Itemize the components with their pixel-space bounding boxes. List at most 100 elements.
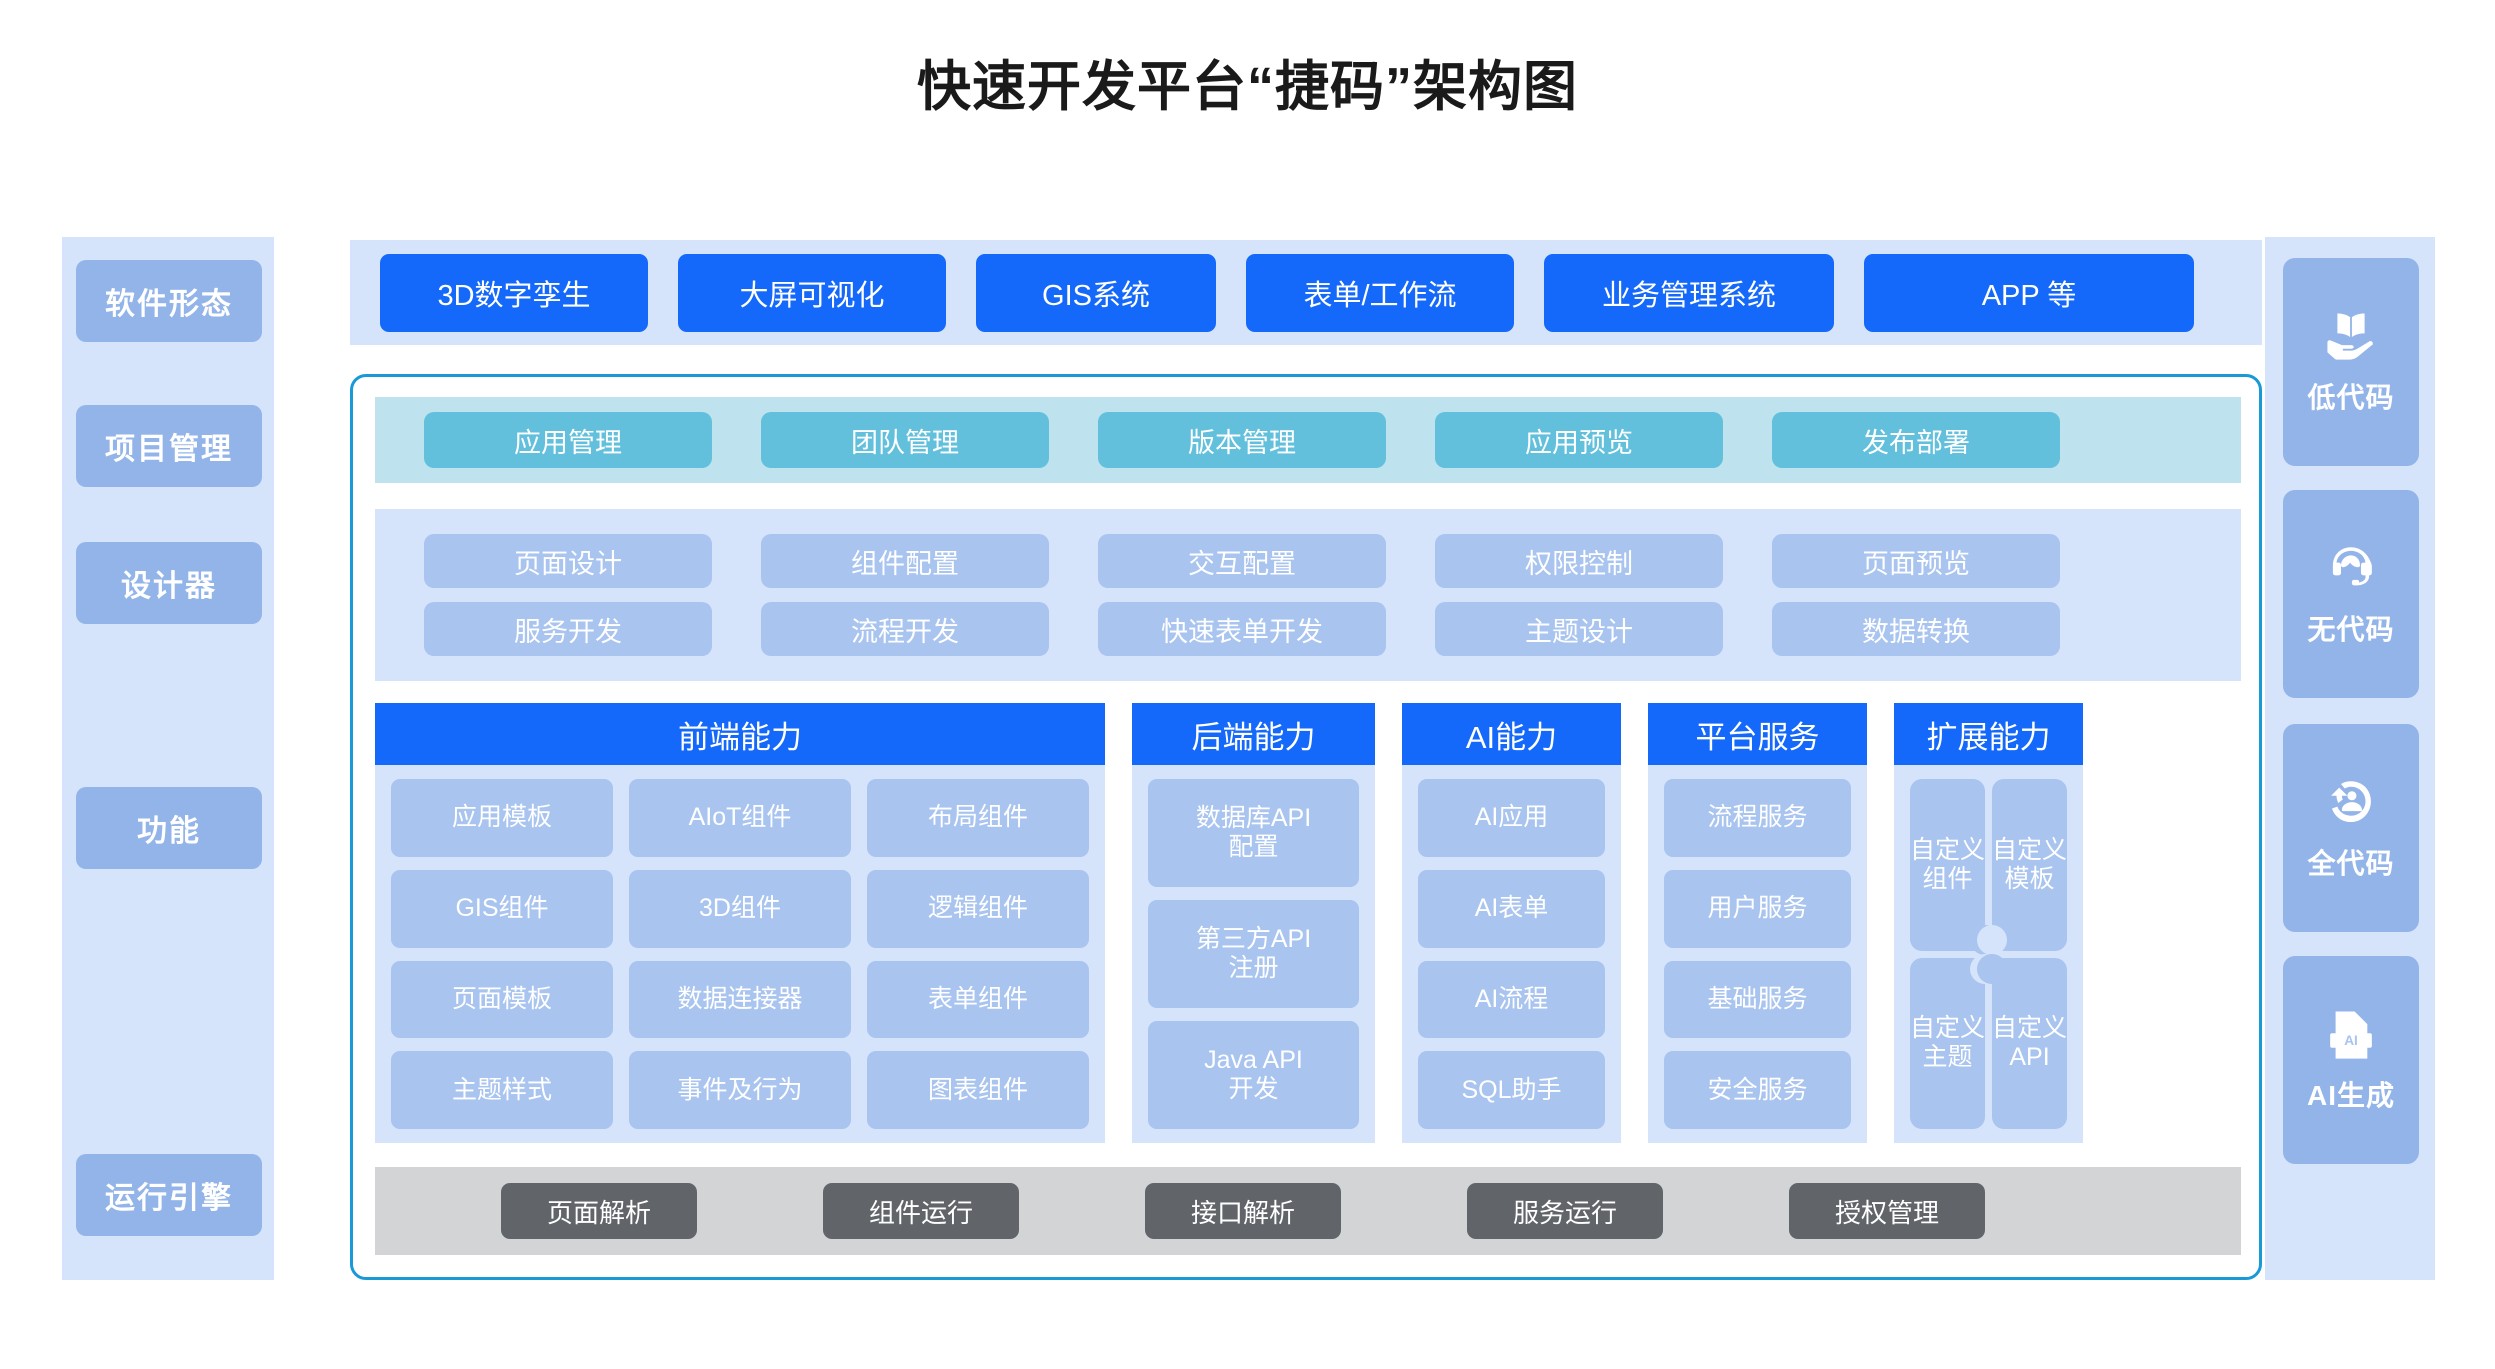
designer-chip[interactable]: 主题设计 — [1435, 602, 1723, 656]
designer-chip[interactable]: 权限控制 — [1435, 534, 1723, 588]
platform-cell[interactable]: 基础服务 — [1664, 960, 1851, 1039]
ai-cell[interactable]: AI表单 — [1418, 869, 1605, 948]
designer-row: 页面设计组件配置交互配置权限控制页面预览 — [375, 534, 2241, 588]
frontend-cell[interactable]: 3D组件 — [629, 869, 851, 948]
project-management-chip[interactable]: 应用管理 — [424, 412, 712, 468]
capability-card-label: 全代码 — [2307, 848, 2395, 879]
runtime-engine-chip[interactable]: 服务运行 — [1467, 1183, 1663, 1239]
platform-cell[interactable]: 用户服务 — [1664, 869, 1851, 948]
project-management-chip[interactable]: 版本管理 — [1098, 412, 1386, 468]
frontend-cell[interactable]: 页面模板 — [391, 960, 613, 1039]
headset-support-icon — [2320, 540, 2382, 598]
designer-chip[interactable]: 快速表单开发 — [1098, 602, 1386, 656]
capability-card-1[interactable]: 低代码 — [2283, 258, 2419, 466]
platform-cell[interactable]: 流程服务 — [1664, 779, 1851, 857]
layer-label-text: 功能 — [137, 815, 201, 848]
capability-card-label: AI生成 — [2306, 1080, 2395, 1111]
extension-puzzle-label: 自定义组件 — [1910, 835, 1986, 893]
page-title: 快速开发平台“捷码”架构图 — [917, 57, 1578, 117]
frontend-cell[interactable]: 数据连接器 — [629, 960, 851, 1039]
person-refresh-icon — [2320, 774, 2382, 832]
designer-chip[interactable]: 交互配置 — [1098, 534, 1386, 588]
project-management-chip[interactable]: 应用预览 — [1435, 412, 1723, 468]
svg-text:AI: AI — [2344, 1033, 2358, 1048]
software-forms-band: 3D数字孪生大屏可视化 GIS系统表单/工作流业务管理系统 APP 等 — [350, 240, 2262, 345]
frontend-cell[interactable]: 图表组件 — [867, 1051, 1089, 1129]
ai-cell[interactable]: SQL助手 — [1418, 1051, 1605, 1129]
designer-chip[interactable]: 页面设计 — [424, 534, 712, 588]
software-form-chip[interactable]: GIS系统 — [976, 253, 1216, 332]
frontend-cell[interactable]: 逻辑组件 — [867, 869, 1089, 948]
capability-card-4[interactable]: AI AI生成 — [2283, 956, 2419, 1164]
designer-band: 页面设计组件配置交互配置权限控制页面预览服务开发流程开发快速表单开发主题设计数据… — [375, 509, 2241, 681]
runtime-engine-chip[interactable]: 授权管理 — [1789, 1183, 1985, 1239]
layer-label-text: 设计器 — [121, 570, 217, 603]
function-panel-platform: 平台服务流程服务用户服务基础服务安全服务 — [1648, 703, 1867, 1143]
frontend-cell[interactable]: 主题样式 — [391, 1051, 613, 1129]
function-panel-title: 平台服务 — [1648, 703, 1867, 765]
designer-row: 服务开发流程开发快速表单开发主题设计数据转换 — [375, 602, 2241, 656]
project-management-chip[interactable]: 发布部署 — [1772, 412, 2060, 468]
runtime-engine-band: 页面解析 组件运行 接口解析 服务运行 授权管理 — [375, 1167, 2241, 1255]
capability-card-label: 低代码 — [2307, 382, 2395, 413]
software-form-chip[interactable]: 3D数字孪生 — [380, 253, 648, 332]
function-panel-title: AI能力 — [1402, 703, 1621, 765]
extension-puzzle-cell[interactable]: 自定义组件 — [1910, 779, 2001, 954]
frontend-cell[interactable]: 应用模板 — [391, 779, 613, 857]
designer-chip[interactable]: 数据转换 — [1772, 602, 2060, 656]
layer-label-text: 运行引擎 — [105, 1182, 233, 1215]
platform-main-container: 应用管理团队管理版本管理应用预览发布部署 页面设计组件配置交互配置权限控制页面预… — [350, 374, 2262, 1280]
left-layer-band — [62, 237, 274, 1280]
ai-cell[interactable]: AI流程 — [1418, 960, 1605, 1039]
designer-chip[interactable]: 页面预览 — [1772, 534, 2060, 588]
capability-card-3[interactable]: 全代码 — [2283, 724, 2419, 932]
function-panel-title: 扩展能力 — [1894, 703, 2084, 765]
designer-chip[interactable]: 服务开发 — [424, 602, 712, 656]
designer-chip[interactable]: 组件配置 — [761, 534, 1049, 588]
runtime-engine-chip[interactable]: 接口解析 — [1145, 1183, 1341, 1239]
extension-puzzle-label: 自定义模板 — [1992, 835, 2068, 893]
project-management-chip[interactable]: 团队管理 — [761, 412, 1049, 468]
software-form-chip[interactable]: 表单/工作流 — [1246, 253, 1514, 332]
frontend-cell[interactable]: 事件及行为 — [629, 1051, 851, 1129]
extension-puzzle-cell[interactable]: 自定义主题 — [1910, 953, 2001, 1129]
software-form-chip[interactable]: APP 等 — [1864, 253, 2194, 332]
platform-cell[interactable]: 安全服务 — [1664, 1051, 1851, 1129]
layer-label-5: 运行引擎 — [76, 1154, 262, 1236]
frontend-cell[interactable]: 布局组件 — [867, 779, 1089, 857]
book-on-hand-icon — [2320, 308, 2382, 366]
software-form-chip[interactable]: 大屏可视化 — [678, 253, 946, 332]
frontend-cell[interactable]: GIS组件 — [391, 869, 613, 948]
software-form-chip[interactable]: 业务管理系统 — [1544, 253, 1834, 332]
extension-puzzle-cell[interactable]: 自定义模板 — [1977, 779, 2068, 954]
function-panel-title: 前端能力 — [375, 703, 1105, 765]
capability-card-label: 无代码 — [2307, 614, 2395, 645]
designer-chip[interactable]: 流程开发 — [761, 602, 1049, 656]
layer-label-text: 软件形态 — [105, 288, 233, 321]
layer-label-1: 软件形态 — [76, 260, 262, 342]
runtime-engine-chip[interactable]: 页面解析 — [501, 1183, 697, 1239]
capability-card-2[interactable]: 无代码 — [2283, 490, 2419, 698]
frontend-cell[interactable]: 表单组件 — [867, 960, 1089, 1039]
runtime-engine-chip[interactable]: 组件运行 — [823, 1183, 1019, 1239]
layer-label-3: 设计器 — [76, 542, 262, 624]
frontend-cell[interactable]: AIoT组件 — [629, 779, 851, 857]
function-panel-ai: AI能力 AI应用 AI表单 AI流程 SQL助手 — [1402, 703, 1621, 1143]
ai-cell[interactable]: AI应用 — [1418, 779, 1605, 857]
function-panel-body: 流程服务用户服务基础服务安全服务 — [1648, 765, 1867, 1143]
layer-label-2: 项目管理 — [76, 405, 262, 487]
project-management-band: 应用管理团队管理版本管理应用预览发布部署 — [375, 397, 2241, 483]
function-panel-body: AI应用 AI表单 AI流程 SQL助手 — [1402, 765, 1621, 1143]
